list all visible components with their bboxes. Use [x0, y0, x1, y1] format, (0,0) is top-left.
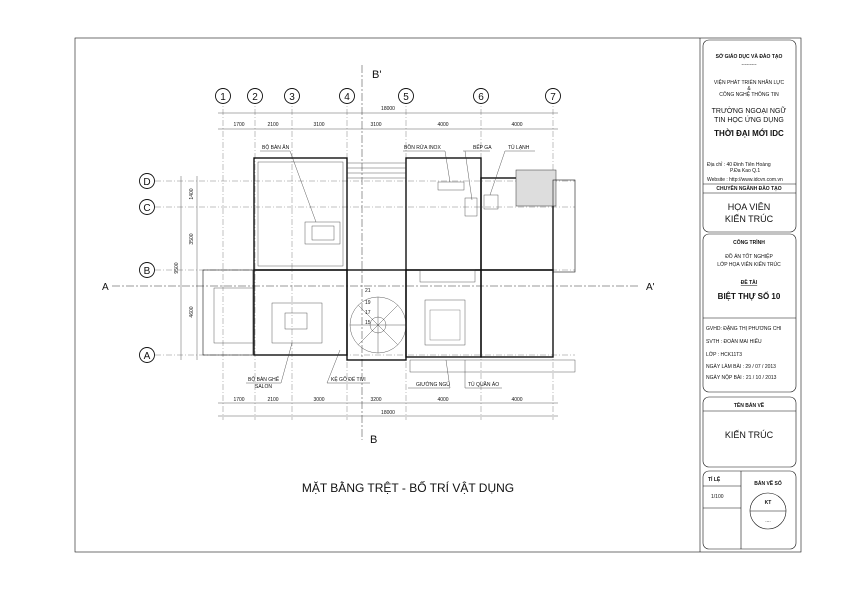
- title-block-scale-label: TỈ LỆ: [708, 475, 721, 483]
- grid-row-label: C: [143, 203, 150, 214]
- drawing-dims-top-4: 4000: [437, 122, 448, 128]
- stair-number: 17: [365, 310, 371, 316]
- grid-col-label: 4: [344, 92, 350, 103]
- grid-col-label: 6: [478, 92, 484, 103]
- title-block-sheet-no-top: KT: [765, 500, 772, 506]
- title-block-scale: 1/100: [711, 494, 724, 500]
- title-block-school-1: TRƯỜNG NGOẠI NGỮ: [712, 106, 787, 115]
- title-block-project-label: CÔNG TRÌNH: [733, 238, 765, 246]
- title-block-sheet-name: KIẾN TRÚC: [725, 430, 774, 440]
- title-block-major-1: HỌA VIÊN: [728, 202, 771, 212]
- sofa-set: [271, 302, 323, 344]
- grid-row-label: A: [144, 351, 151, 362]
- title-block-submit-date: NGÀY NỘP BÀI : 21 / 10 / 2013: [706, 374, 777, 381]
- drawing-dims-top-1: 2100: [267, 122, 278, 128]
- wardrobe: [419, 269, 476, 283]
- title-block-dept: SỞ GIÁO DỤC VÀ ĐÀO TẠO: [716, 53, 783, 60]
- drawing-dims-bottom-1: 2100: [267, 397, 278, 403]
- drawing-dims-left-0: 1400: [189, 188, 195, 199]
- sink: [437, 181, 465, 191]
- title-block-institute-1: VIỆN PHÁT TRIỂN NHÂN LỰC: [714, 78, 785, 86]
- title-block-institute-amp: &: [747, 86, 751, 92]
- drawing-dims-bottom-2: 3000: [313, 397, 324, 403]
- stove: [464, 197, 478, 217]
- title-block-institute-2: CÔNG NGHỆ THÔNG TIN: [719, 90, 779, 98]
- drawing-dims-top-total: 18000: [381, 106, 395, 112]
- label-tv-shelf: KỆ GỖ ĐỂ TIVI: [331, 375, 366, 383]
- label-sofa-set: BỘ BÀN GHẾ: [248, 376, 280, 383]
- grid-row-label: D: [143, 177, 150, 188]
- title-block-topic-label: ĐỀ TÀI: [741, 279, 758, 286]
- title-block-address-1: Địa chỉ : 40 Đinh Tiên Hoàng: [707, 161, 771, 168]
- title-block-sheet-name-label: TÊN BẢN VẼ: [734, 401, 765, 409]
- title-block-address-2: P.Đa Kao Q.1: [730, 168, 760, 174]
- drawing-dims-top-2: 3100: [313, 122, 324, 128]
- label-sofa-set-2: SALON: [255, 384, 272, 390]
- furniture-labels: BỘ BÀN ĂN BỒN RỬA INOX BẾP GA TỦ LẠNH BỘ…: [246, 144, 535, 390]
- title-block-project-2: LỚP HỌA VIÊN KIẾN TRÚC: [717, 260, 781, 268]
- section-lines: B' B A A': [102, 65, 655, 446]
- drawing-dims-top-0: 1700: [233, 122, 244, 128]
- section-mark-b-top: B': [372, 69, 381, 81]
- title-block-class: LỚP : HCK11T3: [706, 351, 742, 358]
- grid-col-label: 1: [220, 92, 226, 103]
- label-fridge: TỦ LẠNH: [508, 144, 530, 151]
- title-block-start-date: NGÀY LÀM BÀI : 29 / 07 / 2013: [706, 363, 776, 370]
- section-mark-a-right: A': [646, 282, 655, 293]
- grid-col-label: 2: [252, 92, 258, 103]
- drawing-dims-bottom-4: 4000: [437, 397, 448, 403]
- drawing-dims-left-2: 4600: [189, 306, 195, 317]
- grid-col-label: 7: [550, 92, 556, 103]
- title-block-major-2: KIẾN TRÚC: [725, 214, 774, 224]
- stair-number: 15: [365, 320, 371, 326]
- drawing-dims-top-5: 4000: [511, 122, 522, 128]
- dining-table: [304, 221, 341, 245]
- fridge: [483, 194, 499, 210]
- dimensions-top: 18000 1700 2100 3100 3100 4000 4000: [218, 106, 558, 130]
- drawing-title: MẶT BẰNG TRỆT - BỐ TRÍ VẬT DỤNG: [302, 480, 514, 495]
- drawing-dims-bottom-5: 4000: [511, 397, 522, 403]
- grid-column-bubbles: 1 2 3 4 5 6 7: [215, 88, 561, 104]
- grid-col-label: 3: [289, 92, 295, 103]
- spiral-stair: 21 19 17 15: [349, 288, 407, 354]
- label-stove: BẾP GA: [473, 144, 492, 151]
- title-block-major-label: CHUYÊN NGÀNH ĐÀO TẠO: [716, 184, 781, 192]
- label-bed: GIƯỜNG NGỦ: [416, 381, 450, 388]
- floor-plan: 21 19 17 15: [202, 157, 576, 373]
- title-block-dept-sep: ---------: [742, 62, 757, 68]
- section-mark-b-bottom: B: [370, 434, 377, 446]
- title-block-topic: BIỆT THỰ SỐ 10: [718, 291, 781, 301]
- label-wardrobe: TỦ QUẦN ÁO: [468, 381, 499, 388]
- grid-row-bubbles: D C B A: [139, 173, 155, 363]
- title-block-website: Website : http://www.idcvn.com.vn: [707, 177, 783, 183]
- grid-col-label: 5: [403, 92, 409, 103]
- title-block-project-1: ĐỒ ÁN TỐT NGHIỆP: [725, 252, 773, 260]
- title-block-sheet-no-label: BẢN VẼ SỐ: [754, 480, 782, 487]
- grid-row-label: B: [144, 266, 151, 277]
- bed: [424, 299, 466, 346]
- title-block-student: SVTH : ĐOÀN MAI HIẾU: [706, 338, 762, 345]
- drawing-dims-bottom-total: 18000: [381, 410, 395, 416]
- label-sink: BỒN RỬA INOX: [404, 144, 441, 151]
- drawing-dims-bottom-0: 1700: [233, 397, 244, 403]
- dimensions-bottom: 1700 2100 3000 3200 4000 4000 18000: [218, 397, 558, 417]
- drawing-dims-top-3: 3100: [370, 122, 381, 128]
- dimensions-left: 1400 3500 4600 9500: [174, 176, 198, 360]
- sheet-frame: [74, 37, 802, 553]
- title-block-advisor: GVHD: ĐẶNG THỊ PHƯƠNG CHI: [706, 325, 781, 332]
- title-block-school-3: THỜI ĐẠI MỚI IDC: [714, 129, 784, 138]
- entry-steps: [347, 162, 406, 179]
- label-dining-set: BỘ BÀN ĂN: [262, 144, 290, 151]
- title-block: SỞ GIÁO DỤC VÀ ĐÀO TẠO --------- VIỆN PH…: [699, 38, 797, 552]
- drawing-dims-left-1: 3500: [189, 233, 195, 244]
- drawing-dims-left-total: 9500: [174, 262, 180, 273]
- drawing-dims-bottom-3: 3200: [370, 397, 381, 403]
- title-block-sheet-no-bottom: ....: [765, 518, 771, 524]
- title-block-school-2: TIN HỌC ỨNG DỤNG: [714, 115, 784, 124]
- hatched-area: [515, 169, 557, 207]
- section-mark-a-left: A: [102, 282, 109, 293]
- stair-number: 19: [365, 300, 371, 306]
- stair-number: 21: [365, 288, 371, 294]
